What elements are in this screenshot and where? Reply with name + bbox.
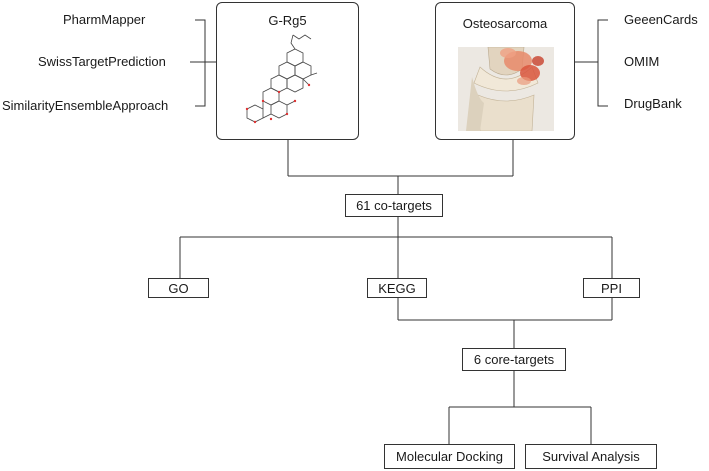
disease-box: Osteosarcoma [435,2,575,140]
disease-title: Osteosarcoma [462,16,548,31]
survival-analysis-box: Survival Analysis [525,444,657,469]
molecular-docking-label: Molecular Docking [396,449,503,464]
kegg-label: KEGG [378,281,416,296]
molecular-docking-box: Molecular Docking [384,444,515,469]
survival-analysis-label: Survival Analysis [542,449,640,464]
drug-title: G-Rg5 [268,13,307,28]
co-targets-box: 61 co-targets [345,194,443,217]
ginsenoside-structure-image [245,34,318,124]
go-label: GO [168,281,189,296]
knee-joint-image [458,47,554,131]
disease-sources-bracket [597,19,608,107]
drug-box: G-Rg5 [216,2,359,140]
kegg-box: KEGG [367,278,427,298]
source-similarityensembleapproach: SimilarityEnsembleApproach [2,98,169,113]
go-box: GO [148,278,209,298]
core-targets-box: 6 core-targets [462,348,566,371]
ppi-label: PPI [601,281,622,296]
co-targets-label: 61 co-targets [356,198,432,213]
source-geeencards: GeeenCards [624,12,698,27]
source-swisstargetprediction: SwissTargetPrediction [38,54,166,69]
core-targets-label: 6 core-targets [473,352,555,367]
source-drugbank: DrugBank [624,96,682,111]
source-pharmmapper: PharmMapper [63,12,146,27]
drug-sources-bracket [195,19,206,107]
source-omim: OMIM [624,54,660,69]
ppi-box: PPI [583,278,640,298]
